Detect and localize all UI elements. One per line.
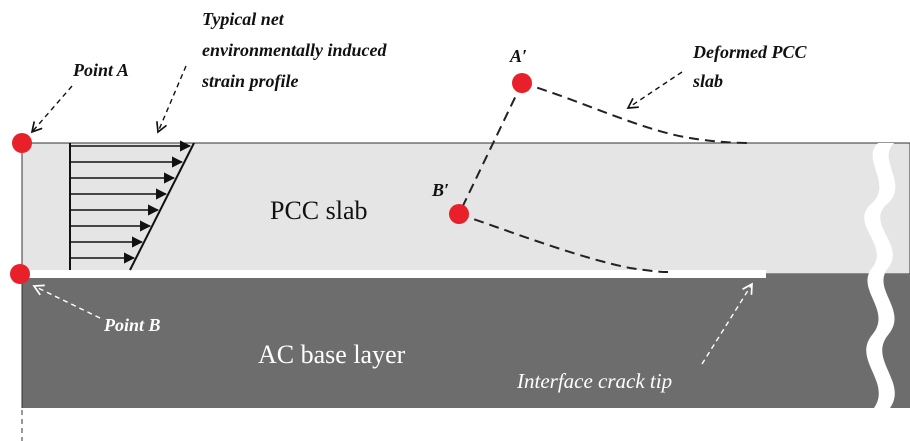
point-b-marker (10, 264, 30, 284)
interface-gap (22, 270, 766, 278)
b-prime-label: B′ (431, 180, 449, 200)
point-a-marker (12, 133, 32, 153)
break-line (864, 143, 896, 408)
deformed-slab-top (521, 82, 749, 144)
point-a-leader (30, 85, 73, 134)
point-b-leader (32, 284, 101, 319)
point-a-label: Point A (72, 60, 129, 80)
deformed-slab-edge (458, 82, 523, 215)
point-b-label: Point B (103, 315, 161, 335)
strain-profile-label-line1: Typical net (202, 9, 285, 29)
point-a-prime-marker (512, 73, 532, 93)
ac-base-label: AC base layer (258, 340, 406, 369)
strain-profile-label-line2: environmentally induced (202, 40, 388, 60)
a-prime-label: A′ (509, 46, 527, 66)
strain-profile-leader (156, 65, 187, 134)
deformed-slab-label-line2: slab (692, 71, 723, 91)
crack-tip-leader (701, 282, 753, 365)
ac-base-layer (22, 274, 910, 408)
pcc-slab-label: PCC slab (270, 196, 368, 225)
point-b-prime-marker (449, 204, 469, 224)
strain-profile (69, 140, 195, 271)
deformed-slab-leader (626, 71, 683, 109)
deformed-slab-label-line1: Deformed PCC (692, 42, 807, 62)
strain-profile-label-line3: strain profile (201, 71, 299, 91)
crack-tip-label: Interface crack tip (516, 369, 672, 393)
